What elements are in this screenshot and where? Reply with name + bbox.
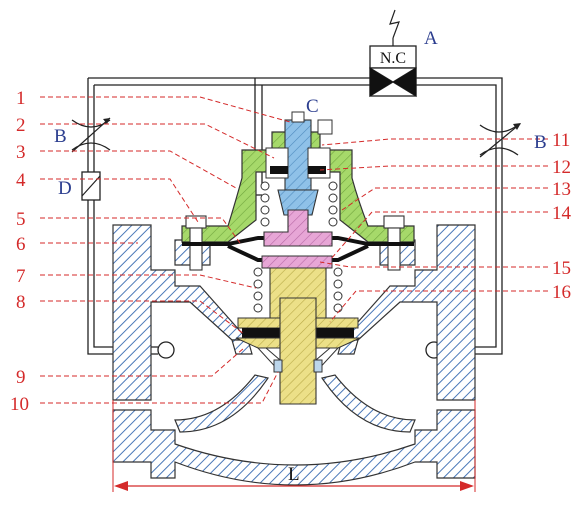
bolt-right <box>383 215 405 271</box>
label-b-right: B <box>534 132 547 153</box>
callout-11: 11 <box>552 130 570 151</box>
label-a: A <box>424 28 438 49</box>
label-b-left: B <box>54 126 67 147</box>
upper-stem <box>265 111 333 216</box>
label-d: D <box>58 178 72 199</box>
callouts-left: 1 2 3 4 5 6 7 8 9 10 <box>10 88 29 415</box>
leader-lines <box>40 96 548 404</box>
callout-15: 15 <box>552 258 571 279</box>
callout-9: 9 <box>16 367 26 388</box>
needle-valve-right <box>479 123 521 158</box>
callout-3: 3 <box>16 142 26 163</box>
callout-5: 5 <box>16 209 26 230</box>
callout-2: 2 <box>16 115 26 136</box>
callout-16: 16 <box>552 282 571 303</box>
solenoid-valve: N.C <box>369 9 417 98</box>
callout-4: 4 <box>16 170 26 191</box>
callout-14: 14 <box>552 203 572 224</box>
callout-1: 1 <box>16 88 26 109</box>
check-valve <box>81 171 101 201</box>
bolt-left <box>185 215 207 271</box>
diaphragm <box>182 236 414 246</box>
main-disc <box>235 267 361 405</box>
callout-7: 7 <box>16 266 26 287</box>
callout-8: 8 <box>16 292 26 313</box>
callout-6: 6 <box>16 234 26 255</box>
callout-13: 13 <box>552 179 571 200</box>
label-c: C <box>306 96 319 117</box>
callouts-right: 11 12 13 14 15 16 <box>552 130 572 303</box>
callout-12: 12 <box>552 157 571 178</box>
callout-10: 10 <box>10 394 29 415</box>
dimension-l: L <box>112 400 476 492</box>
needle-valve-left <box>71 117 111 153</box>
nc-label: N.C <box>380 50 406 67</box>
label-l: L <box>288 464 300 485</box>
upper-spring <box>260 181 338 227</box>
pilot-disc <box>261 209 333 269</box>
pipe-port-left <box>157 341 175 359</box>
